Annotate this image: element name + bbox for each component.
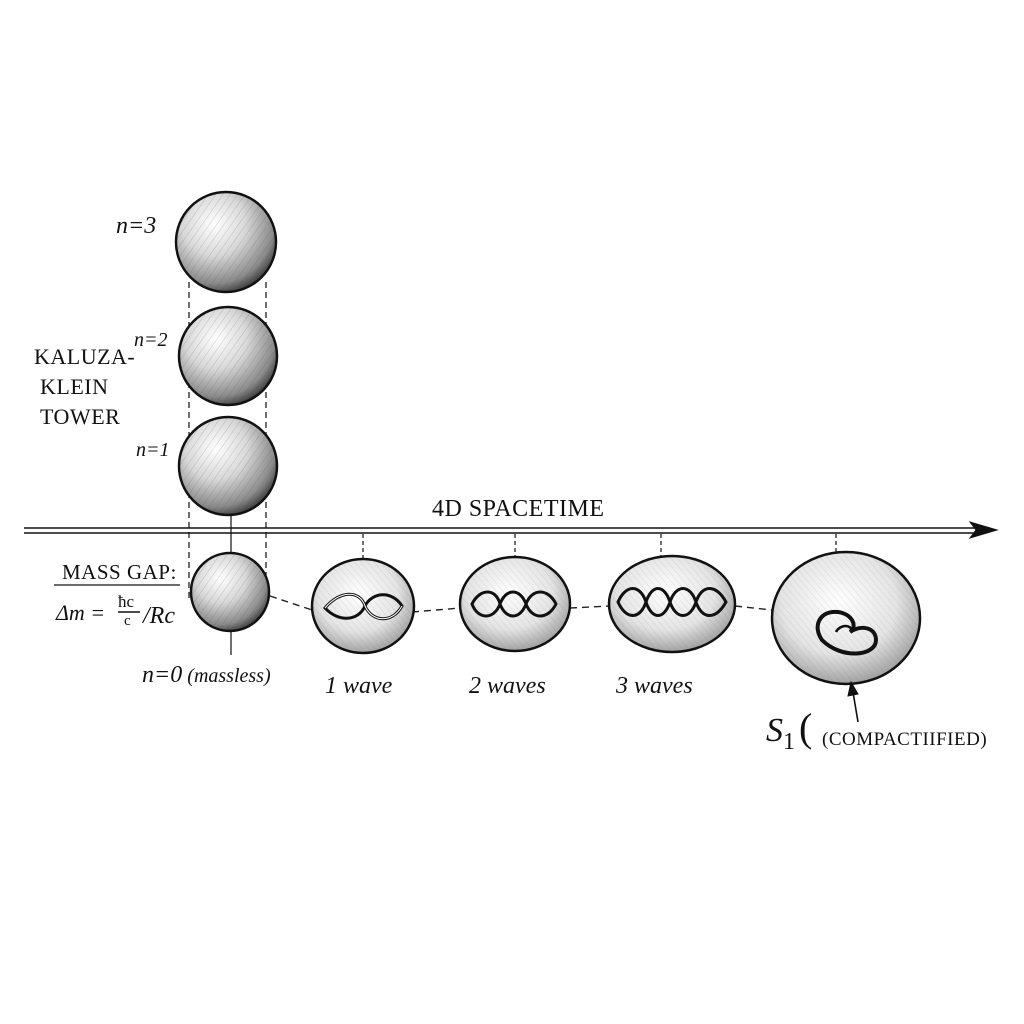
tower-title-line: KLEIN — [40, 374, 109, 399]
mode-disc-1 — [310, 557, 416, 655]
mass-gap-title: MASS GAP: — [62, 560, 177, 584]
tower-title-line: TOWER — [40, 404, 121, 429]
arrowhead-icon — [847, 680, 859, 697]
ground-note: (massless) — [187, 665, 271, 687]
mass-gap-lhs: Δm = — [56, 600, 106, 625]
compact-note: (COMPACTIIFIED) — [822, 729, 988, 750]
mode-label-3: 3 waves — [616, 673, 693, 699]
tower-title-line: KALUZA- — [34, 344, 136, 369]
wave-loop-2 — [470, 590, 558, 618]
mass-gap-denominator: c — [124, 613, 131, 629]
tower-sphere-n3 — [174, 190, 278, 294]
axis-label: 4D SPACETIME — [432, 496, 605, 522]
wave-loop-1 — [323, 592, 404, 621]
mode-disc-2 — [458, 555, 572, 653]
axis-arrowhead-icon — [968, 521, 999, 539]
mode-label-2: 2 waves — [469, 673, 546, 699]
compact-symbol-s: S — [766, 712, 783, 749]
tower-label-n3: n=3 — [116, 213, 157, 239]
axis-ticks — [362, 534, 837, 562]
tower-title: KALUZA- KLEIN TOWER — [34, 346, 144, 428]
compact-arrow — [847, 680, 859, 723]
wave-loop-3 — [616, 587, 728, 617]
tower-label-n1: n=1 — [136, 439, 170, 461]
spacetime-axis — [24, 521, 999, 539]
compact-subscript: 1 — [783, 729, 795, 755]
mode-label-1: 1 wave — [325, 673, 393, 699]
tower-sphere-n2 — [177, 305, 279, 407]
tower-sphere-n1 — [177, 415, 279, 517]
tower-label-n2: n=2 — [134, 329, 168, 351]
mass-gap-numerator: ħc — [118, 592, 135, 611]
ground-n-label: n=0 — [142, 662, 183, 688]
ground-label: n=0 (massless) — [142, 662, 271, 689]
ground-sphere-n0 — [189, 551, 271, 633]
compact-bracket: ( — [799, 705, 813, 750]
mode-connector — [269, 595, 773, 613]
compact-loop — [815, 609, 879, 656]
compact-disc — [770, 550, 922, 686]
compact-symbol: S1( — [766, 704, 812, 756]
mass-gap-tail: /Rc — [143, 603, 175, 629]
